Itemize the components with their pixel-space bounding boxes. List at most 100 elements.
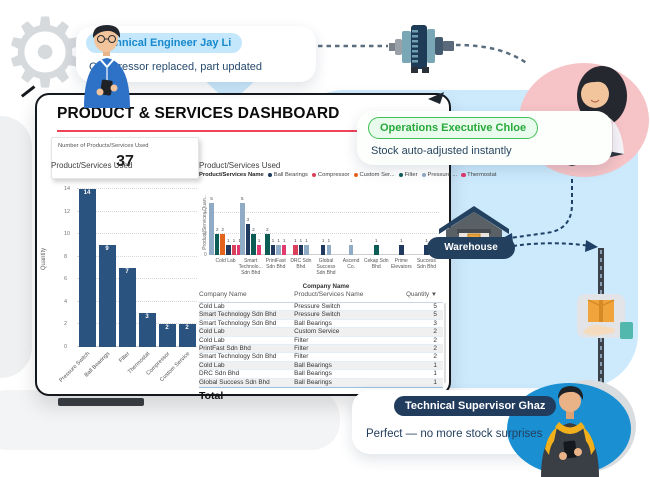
cluster-bar-Cold Lab-Ball Bearings[interactable] <box>226 244 231 255</box>
left-bar-Filter[interactable]: 7 <box>118 268 136 347</box>
table-cell: Cold Lab <box>199 328 225 336</box>
cluster-bar-value: 5 <box>240 197 244 202</box>
left-bar-Pressure Switch[interactable]: 14 <box>78 189 96 347</box>
legend-item-Compressor[interactable]: Compressor <box>311 172 350 178</box>
cluster-bar-Cekap Sdn Bhd-Filter[interactable] <box>373 244 379 255</box>
chloe-role-pill: Operations Executive Chloe <box>368 117 539 139</box>
table-cell: Custom Service <box>294 328 340 336</box>
cluster-bar-Prime Elevators-Ball Bearings[interactable] <box>399 244 404 255</box>
cluster-bar-DRC Sdn Bhd-Ball Bearings[interactable] <box>298 244 304 255</box>
products-table[interactable]: Company Name Product/Services Name Quantit… <box>199 291 446 402</box>
left-ytick: 10 <box>64 231 71 238</box>
cluster-bar-PrintFast Sdn Bhd-Ball Bearings[interactable] <box>270 244 276 255</box>
cluster-bar-DRC Sdn Bhd-Pressure ...[interactable] <box>304 244 309 255</box>
cluster-bar-PrintFast Sdn Bhd-Filter[interactable] <box>265 234 270 255</box>
table-cell: Ball Bearings <box>294 370 332 378</box>
legend-item-Custom Ser...[interactable]: Custom Ser... <box>353 172 395 178</box>
gear-shape: ⚙ <box>2 0 89 107</box>
left-gridline <box>77 210 197 212</box>
table-cell: 2 <box>433 344 437 352</box>
table-cell: 1 <box>433 361 437 369</box>
table-header-Quantity[interactable]: Quantity ▼ <box>406 291 437 298</box>
jay-role-pill: Technical Engineer Jay Li <box>86 33 243 53</box>
bar-value-label: 2 <box>165 325 169 332</box>
table-scrollbar[interactable] <box>443 303 446 383</box>
legend-label: Ball Bearings <box>273 172 308 178</box>
table-cell: PrintFast Sdn Bhd <box>199 344 251 352</box>
cluster-bar-Global Success Sdn Bhd-Pressure ...[interactable] <box>326 244 332 255</box>
legend-label: Pressure ... <box>427 172 458 178</box>
table-header-Company Name[interactable]: Company Name <box>199 291 247 298</box>
right-xlabel: PrintFast Sdn Bhd <box>265 258 286 270</box>
left-bar-Compressor[interactable]: 2 <box>158 324 176 347</box>
cluster-bar-Smart Technolo... Sdn Bhd-Pressure ...[interactable] <box>239 203 245 255</box>
table-cell: Pressure Switch <box>294 303 341 310</box>
legend-item-Ball Bearings[interactable]: Ball Bearings <box>267 172 308 178</box>
table-cell: 5 <box>433 303 437 310</box>
bar-value-label: 2 <box>185 325 189 332</box>
cluster-bar-Cold Lab-Custom Ser...[interactable] <box>220 234 226 255</box>
cluster-bar-Smart Technolo... Sdn Bhd-Filter[interactable] <box>251 234 256 255</box>
chloe-bubble: Operations Executive Chloe Stock auto-ad… <box>357 111 612 165</box>
right-ytick: 2 <box>204 231 207 238</box>
cluster-bar-PrintFast Sdn Bhd-Pressure ...[interactable] <box>276 244 281 255</box>
table-header-row[interactable]: Company Name Product/Services Name Quantit… <box>199 291 443 303</box>
right-gridline <box>213 254 439 255</box>
left-bar-Custom Service[interactable]: 2 <box>178 324 196 347</box>
legend-item-Pressure ...[interactable]: Pressure ... <box>421 172 458 178</box>
cluster-bar-Smart Technolo... Sdn Bhd-Ball Bearings[interactable] <box>245 223 251 255</box>
cluster-bar-Cold Lab-Compressor[interactable] <box>231 244 237 255</box>
cluster-bar-Cold Lab-Thermostat[interactable] <box>237 244 242 255</box>
right-gridline <box>213 233 439 235</box>
cluster-bar-DRC Sdn Bhd-Compressor[interactable] <box>292 244 298 255</box>
legend-item-Filter[interactable]: Filter <box>398 172 418 178</box>
table-cell: Smart Technology Sdn Bhd <box>199 311 277 319</box>
left-chart-y-axis-label: Quantity <box>41 247 48 271</box>
cluster-bar-Global Success Sdn Bhd-Ball Bearings[interactable] <box>320 244 326 255</box>
left-bar-Ball Bearings[interactable]: 9 <box>98 245 116 347</box>
left-bar-Thermostat[interactable]: 3 <box>138 313 156 347</box>
dashboard-title: PRODUCT & SERVICES DASHBOARD <box>57 105 340 122</box>
legend-dot <box>421 172 427 178</box>
right-chart-title: Product/Services Used <box>199 161 281 170</box>
right-xlabel: Ascend Co. <box>342 258 360 270</box>
cluster-bar-value: 5 <box>210 197 213 202</box>
table-cell: Pressure Switch <box>294 311 341 319</box>
cluster-bar-Ascend Co.-Pressure ...[interactable] <box>348 244 354 255</box>
left-ytick: 14 <box>64 186 71 192</box>
right-xlabel: Cekap Sdn Bhd <box>363 258 389 270</box>
cluster-bar-value: 1 <box>277 238 280 244</box>
cluster-bar-value: 1 <box>257 238 261 244</box>
cluster-bar-value: 1 <box>321 238 325 244</box>
right-xlabel: Success Sdn Bhd <box>416 258 437 270</box>
table-cell: Cold Lab <box>199 361 225 369</box>
warehouse-label: Warehouse <box>427 237 515 259</box>
legend-item-Thermostat[interactable]: Thermostat <box>461 172 496 178</box>
table-cell: 2 <box>433 353 437 361</box>
cluster-bar-Cold Lab-Filter[interactable] <box>214 234 220 255</box>
kpi-card[interactable]: Number of Products/Services Used 37 <box>51 137 199 179</box>
cluster-bar-Smart Technolo... Sdn Bhd-Thermostat[interactable] <box>256 244 262 255</box>
cluster-bar-Success Sdn Bhd-Ball Bearings[interactable] <box>424 244 429 255</box>
legend-dot <box>267 172 273 178</box>
cluster-bar-value: 2 <box>266 228 269 234</box>
cluster-bar-PrintFast Sdn Bhd-Thermostat[interactable] <box>281 244 287 255</box>
table-header-Product/Services Name[interactable]: Product/Services Name <box>294 291 364 298</box>
right-xlabel: Cold Lab <box>215 258 236 264</box>
right-xlabel: Smart Technolo... Sdn Bhd <box>238 258 263 276</box>
ghaz-photo <box>541 386 599 477</box>
cluster-bar-Cold Lab-Pressure ...[interactable] <box>209 203 214 255</box>
